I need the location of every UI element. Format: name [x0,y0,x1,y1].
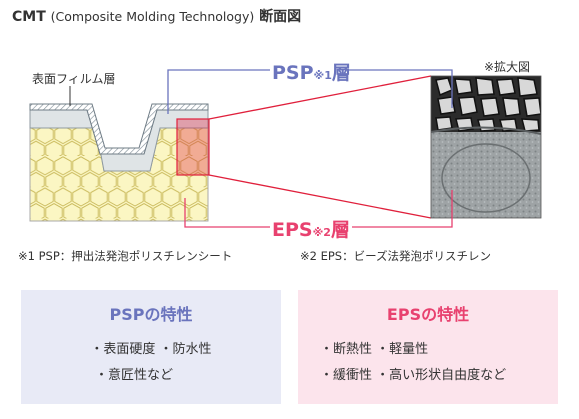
title-sub: (Composite Molding Technology) [50,9,255,24]
eps-layer-suffix: 層 [330,219,350,241]
magnified-label: ※拡大図 [484,60,531,74]
eps-layer-name: EPS [272,219,313,241]
psp-callout-line [167,69,453,114]
title-main: CMT [12,9,46,25]
psp-properties-line-2: ・意匠性など [95,368,174,383]
eps-layer-note: ※2 [312,226,331,239]
magnify-region [176,118,210,176]
page-title: CMT (Composite Molding Technology) 断面図 [12,6,301,26]
psp-properties-line-1: ・表面硬度 ・防水性 [90,342,212,357]
connector-top [208,75,432,120]
psp-layer-label: PSP※1層 [272,58,351,85]
psp-properties-heading: PSPの特性 [109,305,193,324]
connector-bottom [208,174,432,219]
eps-callout-line [184,190,453,228]
eps-layer-label: EPS※2層 [272,215,350,242]
surface-film-label: 表面フィルム層 [32,72,116,86]
title-suffix: 断面図 [259,9,302,25]
psp-properties-box: PSPの特性 ・表面硬度 ・防水性 ・意匠性など [21,290,281,404]
surface-film-layer [29,103,209,155]
psp-layer-note: ※1 [313,69,332,82]
psp-footnote: ※1 PSP：押出法発泡ポリスチレンシート [18,249,233,263]
eps-footnote: ※2 EPS：ビーズ法発泡ポリスチレン [300,249,492,263]
eps-properties-line-1: ・断熱性 ・軽量性 [320,342,429,357]
micrograph-image [431,76,541,218]
eps-properties-box: EPSの特性 ・断熱性 ・軽量性 ・緩衝性 ・高い形状自由度など [298,290,558,404]
eps-properties-line-2: ・緩衝性 ・高い形状自由度など [320,368,507,383]
psp-layer-suffix: 層 [331,62,351,84]
eps-properties-heading: EPSの特性 [386,305,470,324]
psp-layer-name: PSP [272,62,314,84]
cross-section-diagram [29,69,542,228]
